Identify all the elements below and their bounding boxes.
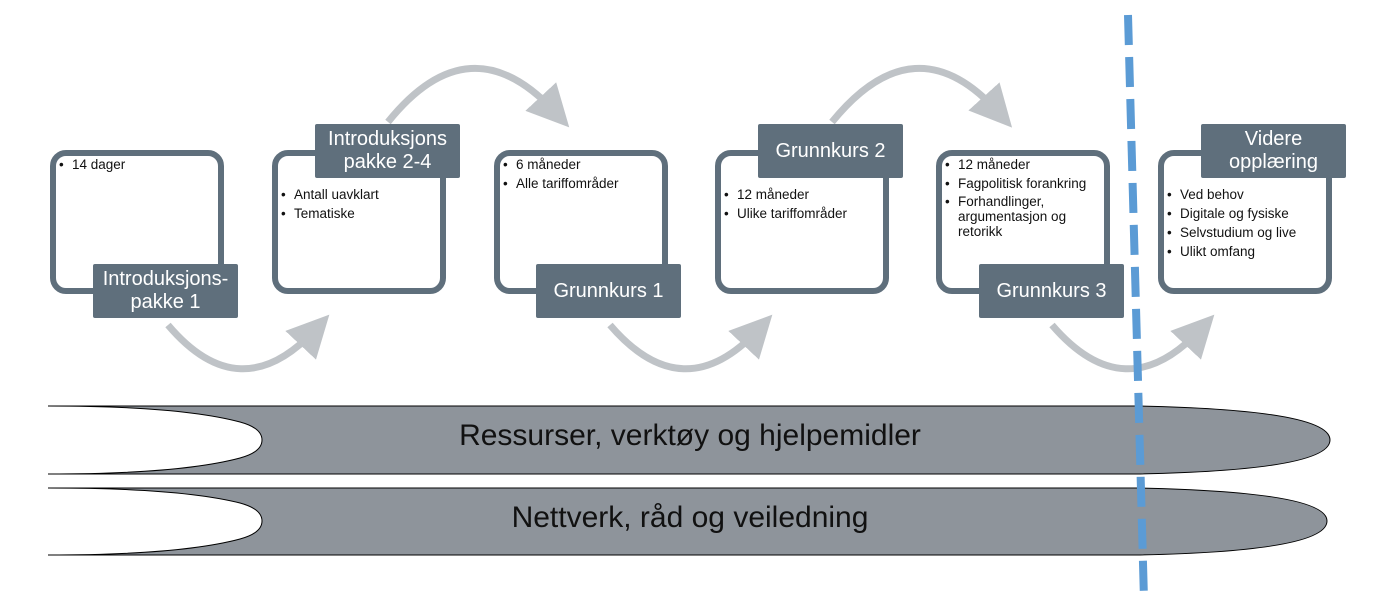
stage-title: Grunnkurs 1 [536, 264, 681, 318]
bullet-item: Tematiske [280, 205, 440, 222]
band-label: Ressurser, verktøy og hjelpemidler [459, 419, 921, 452]
arrow-icon [385, 65, 570, 128]
bullet-item: Forhandlinger, argumentasjon og retorikk [944, 194, 1106, 239]
bullet-item: Antall uavklart [280, 186, 440, 203]
bullet-item: Ved behov [1166, 186, 1326, 203]
band-shape [47, 487, 1328, 556]
bullet-item: 14 dager [58, 156, 208, 173]
stage-title: Introduksjons- pakke 1 [93, 264, 238, 318]
bullet-item: Alle tariffområder [502, 175, 662, 192]
stage-title: Grunnkurs 2 [758, 124, 903, 178]
bullet-item: 12 måneder [723, 186, 883, 203]
band-label: Nettverk, råd og veiledning [511, 501, 869, 534]
stage-bullets: 14 dager [58, 156, 208, 175]
arrow-icon [607, 314, 773, 373]
stage-title: Introduksjons pakke 2-4 [315, 124, 460, 178]
bullet-item: Selvstudium og live [1166, 224, 1326, 241]
stage-bullets: Ved behov Digitale og fysiske Selvstudiu… [1166, 186, 1326, 262]
arrow-icon [829, 65, 1013, 128]
stage-bullets: 6 måneder Alle tariffområder [502, 156, 662, 194]
bullet-item: Ulike tariffområder [723, 205, 883, 222]
stage-bullets: Antall uavklart Tematiske [280, 186, 440, 224]
divider-line [1124, 14, 1148, 601]
bullet-item: 6 måneder [502, 156, 662, 173]
stage-title: Videre opplæring [1201, 124, 1346, 178]
arrow-icon [165, 314, 330, 373]
arrow-icon [1049, 314, 1215, 373]
stage-bullets: 12 måneder Fagpolitisk forankring Forhan… [944, 156, 1106, 241]
band-shape [47, 405, 1331, 475]
bullet-item: Digitale og fysiske [1166, 205, 1326, 222]
bullet-item: Ulikt omfang [1166, 243, 1326, 260]
bullet-item: Fagpolitisk forankring [944, 175, 1106, 192]
stage-title: Grunnkurs 3 [979, 264, 1124, 318]
bullet-item: 12 måneder [944, 156, 1106, 173]
stage-bullets: 12 måneder Ulike tariffområder [723, 186, 883, 224]
